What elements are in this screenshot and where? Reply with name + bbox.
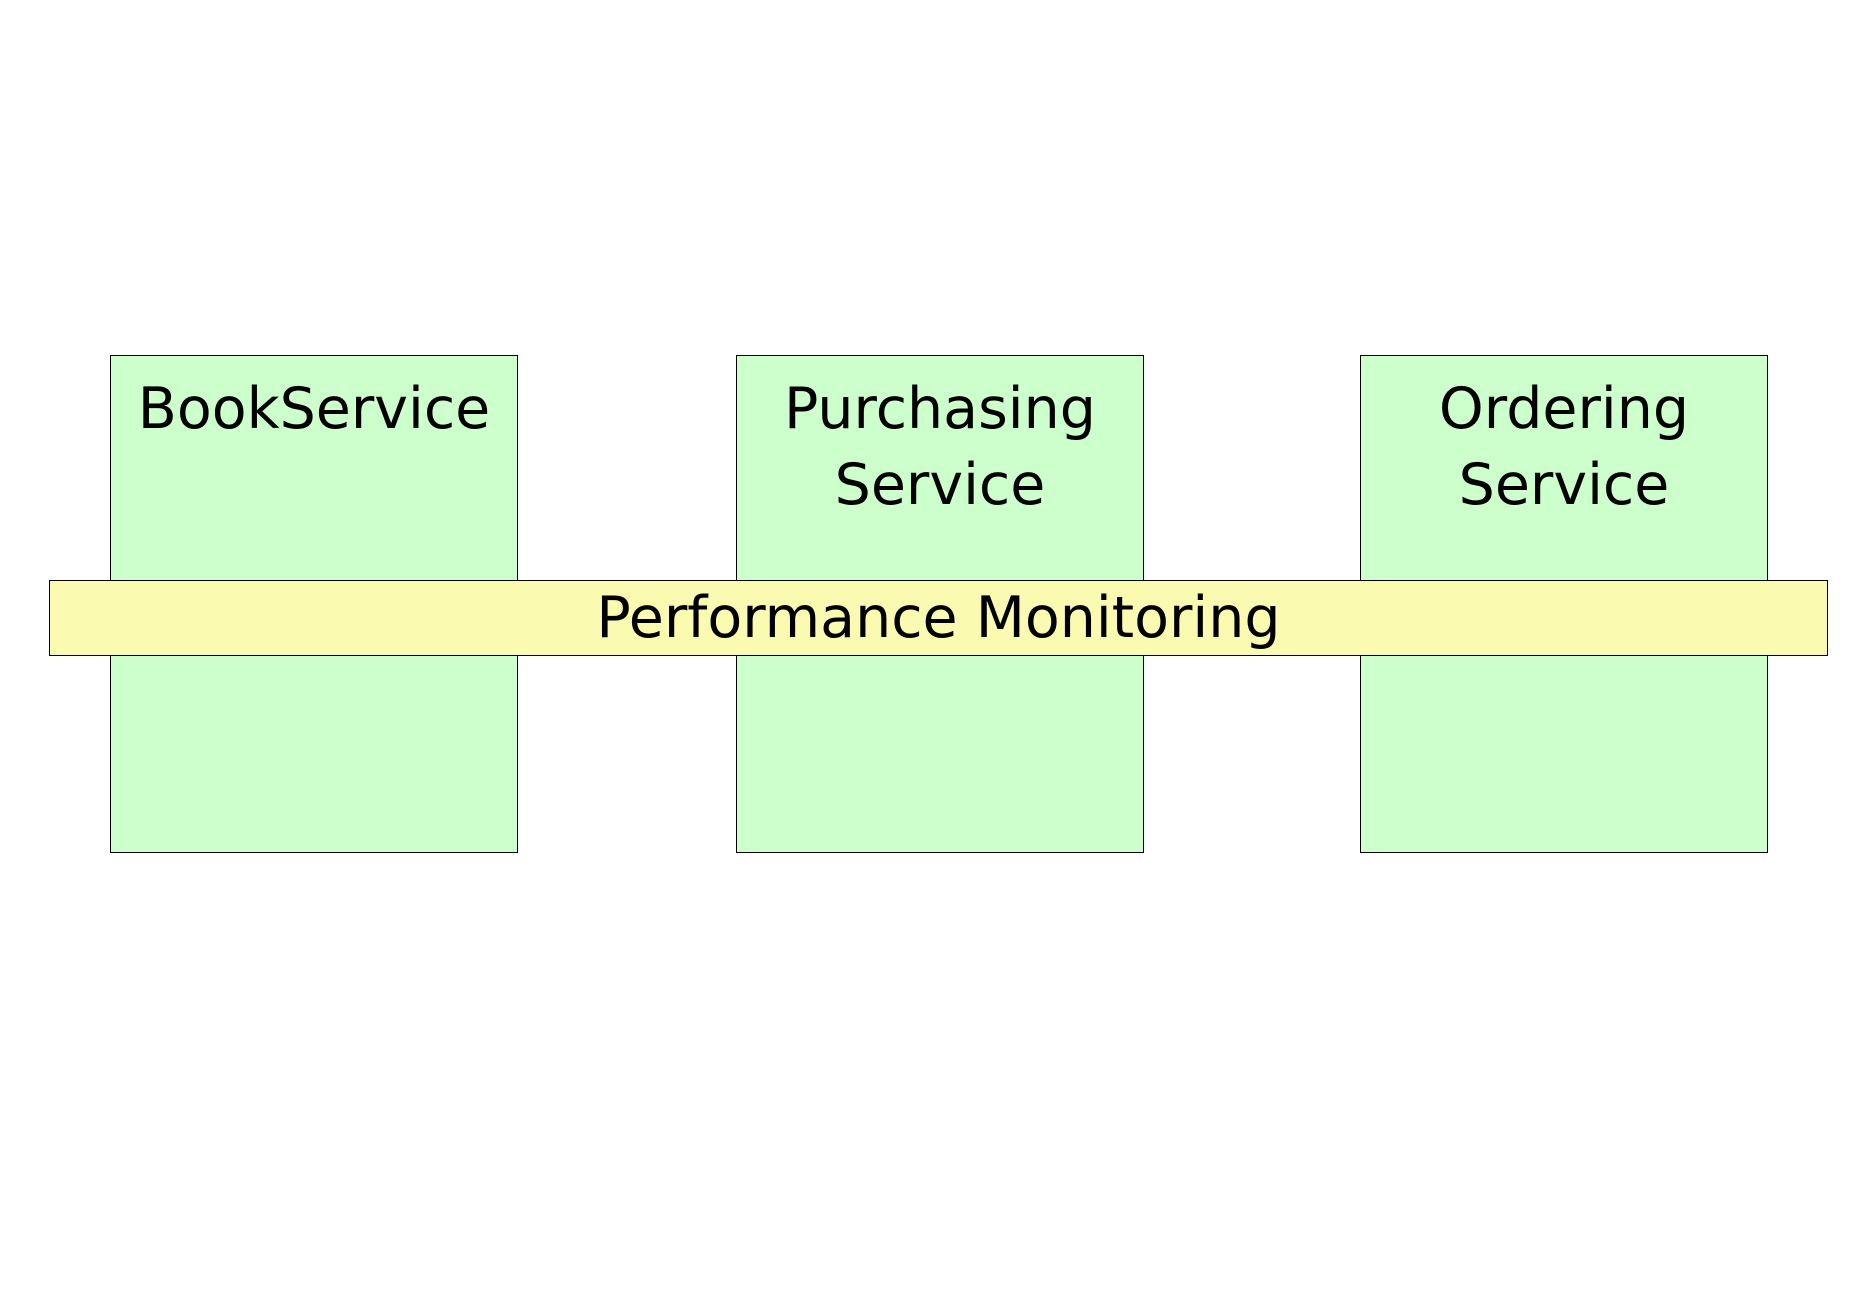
performance-monitoring-band: Performance Monitoring — [49, 580, 1828, 656]
book-service-label: BookService — [137, 376, 491, 442]
performance-monitoring-label: Performance Monitoring — [596, 585, 1281, 651]
ordering-service-label-line1: Ordering — [1438, 376, 1690, 442]
purchasing-service-label-line1: Purchasing — [784, 376, 1096, 442]
ordering-service-label-line2: Service — [1458, 452, 1670, 518]
purchasing-service-label-line2: Service — [834, 452, 1046, 518]
